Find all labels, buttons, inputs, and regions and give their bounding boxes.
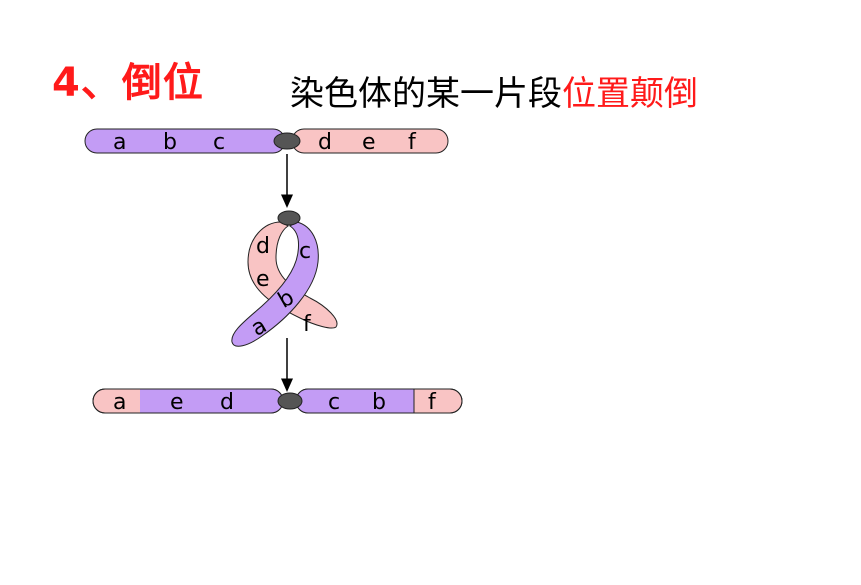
chromosome-inverted: a e d c b f [92, 388, 463, 415]
centromere [273, 132, 301, 150]
definition-plain: 染色体的某一片段 [290, 74, 562, 114]
loop-purple-strand [231, 221, 319, 347]
gene-label: c [299, 239, 311, 264]
gene-label: e [256, 267, 270, 292]
gene-label: d [220, 390, 234, 415]
inverted-segment-purple [296, 389, 414, 413]
definition-highlight: 位置颠倒 [562, 74, 698, 114]
centromere [277, 210, 301, 226]
gene-label: c [213, 130, 225, 155]
gene-label: b [372, 390, 386, 415]
definition-text: 染色体的某一片段位置颠倒 [290, 66, 698, 115]
section-number: 4、 [52, 60, 122, 106]
gene-label: a [113, 130, 126, 155]
inverted-segment-purple [140, 389, 283, 413]
gene-label: a [113, 390, 126, 415]
gene-label: f [408, 130, 417, 155]
gene-label: e [170, 390, 184, 415]
section-title: 倒位 [121, 60, 204, 106]
section-heading: 4、倒位 [52, 50, 204, 108]
loop-pink-strand [247, 221, 338, 329]
gene-label: b [163, 130, 177, 155]
centromere [277, 392, 303, 410]
chromosome-loop: d e f c b a [231, 210, 338, 347]
chromosome-original: a b c d e f [84, 128, 449, 155]
gene-label: f [303, 312, 312, 337]
gene-label: d [318, 130, 332, 155]
gene-label: e [362, 130, 376, 155]
gene-label: d [256, 234, 270, 259]
gene-label: f [428, 390, 437, 415]
gene-label: c [328, 390, 340, 415]
